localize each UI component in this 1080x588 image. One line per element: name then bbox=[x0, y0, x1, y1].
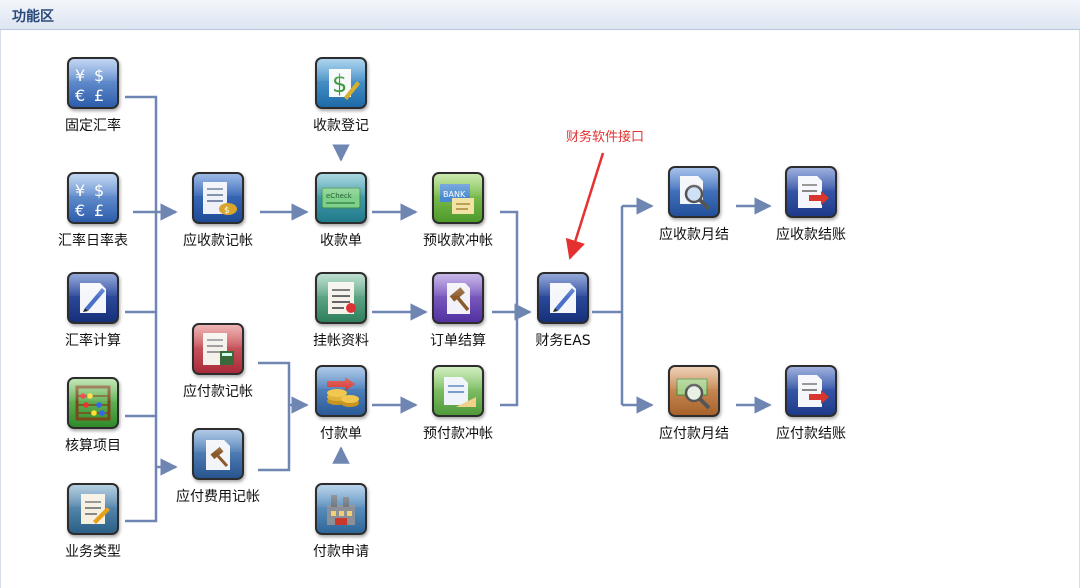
abacus-icon bbox=[67, 377, 119, 429]
node-eas[interactable]: 财务EAS bbox=[498, 272, 628, 350]
svg-text:£: £ bbox=[94, 201, 104, 220]
echeck-icon: eCheck bbox=[315, 172, 367, 224]
svg-text:$: $ bbox=[224, 206, 230, 216]
svg-text:€: € bbox=[75, 86, 85, 105]
document-arrow-icon bbox=[785, 365, 837, 417]
svg-text:$: $ bbox=[94, 66, 104, 85]
node-order-settle[interactable]: 订单结算 bbox=[393, 272, 523, 350]
node-advance-receipt[interactable]: BANK 预收款冲帐 bbox=[393, 172, 523, 250]
node-fixed-rate[interactable]: ¥ $ € £ 固定汇率 bbox=[28, 57, 158, 135]
node-ap-entry[interactable]: 应付款记帐 bbox=[153, 323, 283, 401]
node-accounting-item[interactable]: 核算项目 bbox=[28, 377, 158, 455]
ledger-money-icon: $ bbox=[192, 172, 244, 224]
svg-text:¥: ¥ bbox=[75, 66, 85, 85]
node-label: 汇率日率表 bbox=[58, 233, 128, 249]
pen-document-icon bbox=[537, 272, 589, 324]
node-label: 收款登记 bbox=[313, 118, 369, 134]
node-pending-data[interactable]: 挂帐资料 bbox=[276, 272, 406, 350]
node-rate-calc[interactable]: 汇率计算 bbox=[28, 272, 158, 350]
svg-text:BANK: BANK bbox=[443, 190, 466, 199]
node-label: 付款单 bbox=[320, 426, 362, 442]
gavel-icon bbox=[432, 272, 484, 324]
node-label: 应收款月结 bbox=[659, 227, 729, 243]
node-label: 应收款记帐 bbox=[183, 233, 253, 249]
node-label: 应付款月结 bbox=[659, 426, 729, 442]
magnifier-document-icon bbox=[668, 166, 720, 218]
clipboard-list-icon bbox=[315, 272, 367, 324]
node-receipt-register[interactable]: $ 收款登记 bbox=[276, 57, 406, 135]
svg-text:¥: ¥ bbox=[75, 181, 85, 200]
node-ar-entry[interactable]: $ 应收款记帐 bbox=[153, 172, 283, 250]
node-advance-payment[interactable]: 预付款冲帐 bbox=[393, 365, 523, 443]
node-label: 汇率计算 bbox=[65, 333, 121, 349]
node-label: 付款申请 bbox=[313, 544, 369, 560]
svg-text:eCheck: eCheck bbox=[326, 192, 353, 200]
svg-text:€: € bbox=[75, 201, 85, 220]
svg-text:$: $ bbox=[94, 181, 104, 200]
node-daily-rate[interactable]: ¥ $ € £ 汇率日率表 bbox=[28, 172, 158, 250]
node-label: 预收款冲帐 bbox=[423, 233, 493, 249]
node-label: 应付费用记帐 bbox=[176, 489, 260, 505]
node-label: 应付款结账 bbox=[776, 426, 846, 442]
node-label: 业务类型 bbox=[65, 544, 121, 560]
node-payment[interactable]: 付款单 bbox=[276, 365, 406, 443]
pen-document-icon bbox=[67, 272, 119, 324]
panel-title: 功能区 bbox=[12, 9, 54, 25]
finance-interface-annotation: 财务软件接口 bbox=[566, 130, 645, 145]
node-label: 核算项目 bbox=[65, 438, 121, 454]
node-label: 挂帐资料 bbox=[313, 333, 369, 349]
node-payment-request[interactable]: 付款申请 bbox=[276, 483, 406, 561]
node-ap-expense-entry[interactable]: 应付费用记帐 bbox=[153, 428, 283, 506]
node-ar-month-end[interactable]: 应收款月结 bbox=[629, 166, 759, 244]
node-label: 固定汇率 bbox=[65, 118, 121, 134]
dollar-pen-icon: $ bbox=[315, 57, 367, 109]
node-label: 预付款冲帐 bbox=[423, 426, 493, 442]
document-pencil-icon bbox=[432, 365, 484, 417]
ledger-calculator-icon bbox=[192, 323, 244, 375]
svg-text:$: $ bbox=[332, 70, 347, 98]
coins-icon bbox=[315, 365, 367, 417]
magnifier-money-icon bbox=[668, 365, 720, 417]
node-label: 订单结算 bbox=[430, 333, 486, 349]
clipboard-pen-icon bbox=[67, 483, 119, 535]
panel-header: 功能区 bbox=[0, 0, 1080, 30]
node-ap-close[interactable]: 应付款结账 bbox=[746, 365, 876, 443]
node-label: 应付款记帐 bbox=[183, 384, 253, 400]
node-label: 收款单 bbox=[320, 233, 362, 249]
node-ap-month-end[interactable]: 应付款月结 bbox=[629, 365, 759, 443]
node-business-type[interactable]: 业务类型 bbox=[28, 483, 158, 561]
node-ar-close[interactable]: 应收款结账 bbox=[746, 166, 876, 244]
node-label: 应收款结账 bbox=[776, 227, 846, 243]
bank-card-icon: BANK bbox=[432, 172, 484, 224]
gavel-document-icon bbox=[192, 428, 244, 480]
svg-text:£: £ bbox=[94, 86, 104, 105]
node-receipt[interactable]: eCheck 收款单 bbox=[276, 172, 406, 250]
currency-exchange-icon: ¥ $ € £ bbox=[67, 172, 119, 224]
currency-exchange-icon: ¥ $ € £ bbox=[67, 57, 119, 109]
node-label: 财务EAS bbox=[535, 333, 591, 349]
document-arrow-icon bbox=[785, 166, 837, 218]
factory-icon bbox=[315, 483, 367, 535]
